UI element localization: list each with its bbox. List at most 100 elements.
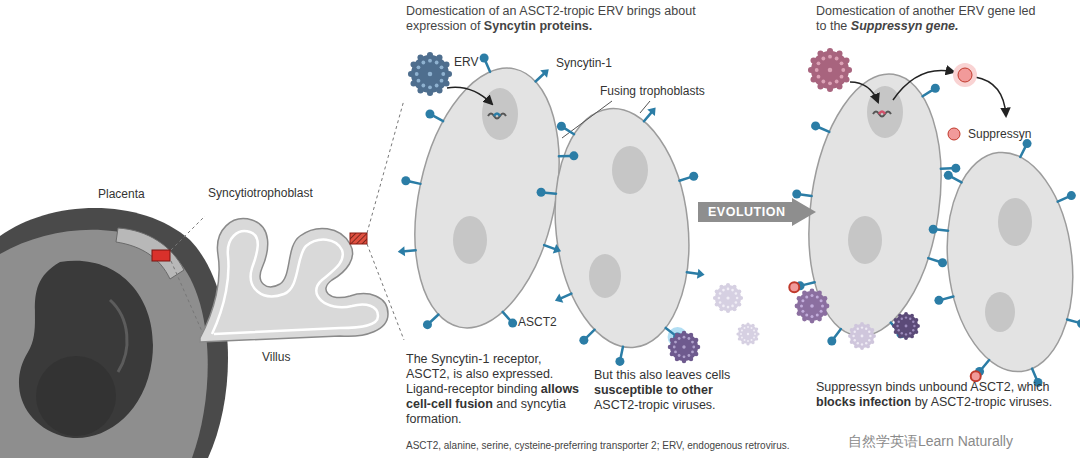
virus-spike [866, 344, 870, 348]
zoom-line [171, 261, 204, 336]
part-label: ASCT2 [518, 315, 557, 330]
virus-spike [732, 285, 736, 289]
virus-dot [722, 289, 725, 292]
nucleus [985, 292, 1015, 332]
virus-spike [808, 67, 814, 73]
virus-dot [840, 61, 844, 65]
virus-spike [696, 345, 700, 349]
asct2-stem [503, 312, 510, 320]
asct2-receptor [929, 225, 938, 234]
virus-dot [726, 296, 729, 299]
virus-dot [821, 305, 824, 308]
virus-dot [751, 339, 753, 341]
virus-spike [854, 344, 858, 348]
virus-spike [843, 76, 849, 82]
asct2-stem [834, 329, 841, 338]
virus-dot [811, 315, 814, 318]
asct2-stem [430, 314, 438, 321]
erv-insert [494, 114, 500, 117]
virus-dot [816, 314, 819, 317]
virus-dot [857, 328, 859, 330]
virus-spike [817, 317, 822, 322]
asct2-stem [928, 258, 938, 261]
virus-dot [898, 329, 900, 331]
bound-suppressyn [971, 371, 981, 381]
virus-particle [850, 324, 874, 348]
syncytin-stem [687, 272, 698, 274]
part-label: Syncytiotrophoblast [208, 186, 313, 201]
virus-dot [901, 332, 903, 334]
virus-dot [428, 72, 433, 77]
virus-dot [428, 59, 432, 63]
virus-dot [912, 321, 914, 323]
part-label: Placenta [98, 187, 145, 202]
asct2-stem [486, 62, 490, 72]
asct2-receptor [569, 151, 578, 160]
fetus-limb [110, 300, 127, 372]
zoom-line [367, 244, 404, 340]
virus-spike [817, 83, 823, 89]
virus-spike [914, 318, 918, 322]
virus-dot [744, 339, 746, 341]
arrow-body [698, 198, 816, 226]
asct2-receptor [944, 171, 953, 180]
virus-spike [719, 285, 723, 289]
virus-dot [861, 343, 863, 345]
asct2-stem [804, 282, 815, 285]
virus-dot [691, 341, 694, 344]
villus-shape [200, 219, 388, 342]
bold-run: gene. [926, 19, 959, 33]
virus-spike [670, 352, 674, 356]
virus-spike [689, 357, 693, 361]
virus-dot [905, 333, 907, 335]
virus-dot [905, 325, 908, 328]
asct2-stem [666, 328, 675, 335]
virus-spike [737, 289, 741, 293]
virus-spike [737, 302, 741, 306]
asct2-receptor [537, 188, 546, 197]
asct2-receptor [792, 190, 801, 199]
virus-particle [411, 55, 449, 93]
syncytin-protein [398, 246, 405, 256]
virus-dot [828, 55, 832, 59]
virus-particle [670, 333, 698, 361]
virus-dot [857, 342, 859, 344]
virus-dot [719, 292, 722, 295]
virus-particle [715, 285, 741, 311]
virus-spike [827, 48, 833, 54]
asct2-receptor [401, 176, 410, 185]
expression-arrow [893, 71, 954, 100]
virus-dot [744, 327, 746, 329]
virus-dot [753, 330, 755, 332]
virus-spike [811, 57, 817, 63]
virus-spike [682, 331, 686, 335]
virus-dot [909, 332, 911, 334]
virus-spike [417, 87, 423, 93]
bold-run: other [682, 383, 713, 397]
virus-spike [860, 346, 864, 350]
asct2-stem [1058, 197, 1068, 201]
virus-dot [896, 325, 898, 327]
virus-dot [828, 81, 832, 85]
part-label: Fusing trophoblasts [600, 84, 705, 99]
virus-spike [427, 52, 433, 58]
nucleus [589, 254, 621, 298]
villus-zoom-square [350, 233, 367, 244]
virus-spike [817, 291, 822, 296]
virus-dot [835, 80, 839, 84]
asct2-receptor [1067, 191, 1076, 200]
dna-strand [873, 112, 891, 117]
virus-dot [817, 61, 821, 65]
virus-spike [746, 322, 749, 325]
virus-dot [417, 79, 421, 83]
virus-particle [894, 314, 918, 338]
asct2-stem [941, 167, 952, 170]
virus-dot [435, 84, 439, 88]
virus-spike [741, 324, 744, 327]
virus-spike [682, 359, 686, 363]
asct2-stem [982, 360, 989, 368]
syncytin-stem [544, 245, 554, 249]
asct2-receptor [951, 164, 960, 173]
infection-arrow [447, 87, 492, 104]
virus-spike [726, 283, 730, 287]
